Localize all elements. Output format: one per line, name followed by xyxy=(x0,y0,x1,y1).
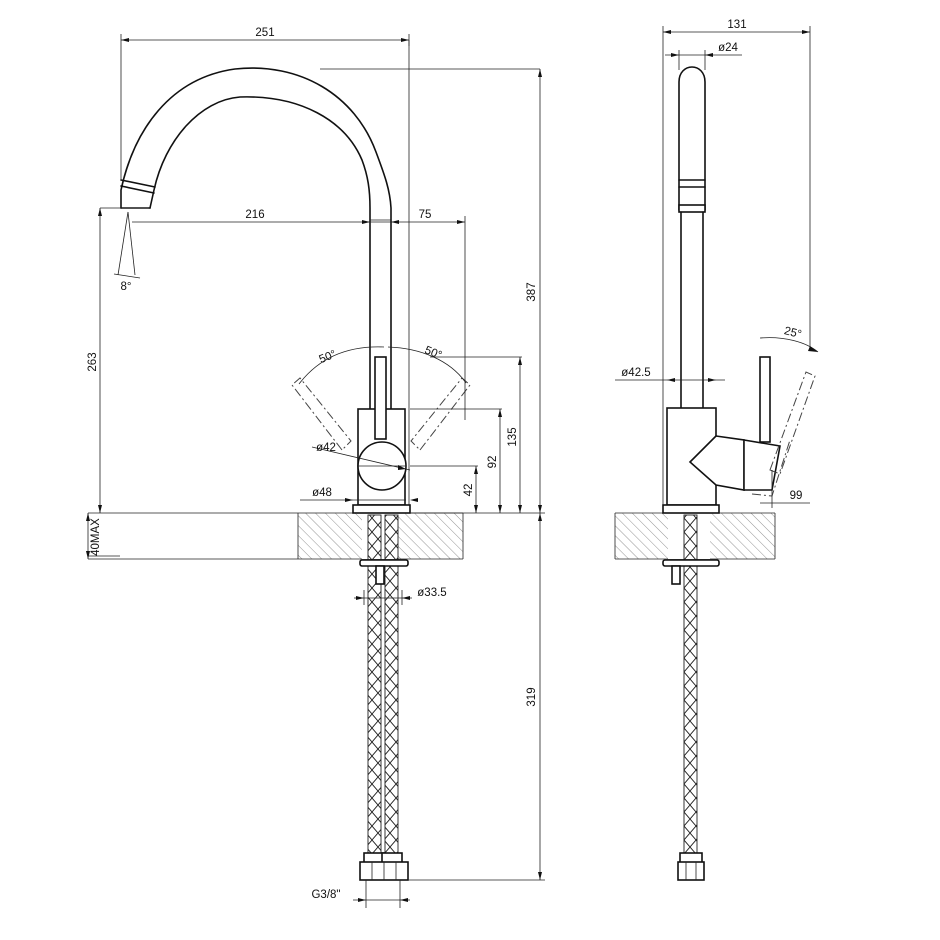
front-dimension-labels: 251 216 75 8° 387 263 50° 50° 135 92 42 … xyxy=(87,27,538,901)
front-dimension-lines xyxy=(86,34,545,908)
dim-overall-depth: 131 xyxy=(727,19,746,31)
dim-hose-length: 319 xyxy=(526,687,538,706)
mixer-body-side xyxy=(662,356,781,514)
dim-lever-angle-side: 25° xyxy=(783,325,803,341)
dim-connection-thread: G3/8" xyxy=(311,889,340,901)
side-dimension-lines xyxy=(615,26,818,508)
mixer-body-front xyxy=(352,356,411,514)
dim-body-diameter: ø42.5 xyxy=(621,367,650,379)
dim-spout-diameter: ø24 xyxy=(718,42,738,54)
dim-handle-center-height: 92 xyxy=(487,456,499,469)
dim-spout-angle: 8° xyxy=(121,281,132,293)
supply-hoses-front xyxy=(359,514,409,881)
dim-lever-angle-right: 50° xyxy=(423,344,444,362)
dim-body-offset: 75 xyxy=(419,209,432,221)
dim-spout-height: 263 xyxy=(87,352,99,371)
faucet-spout-side xyxy=(678,66,706,409)
front-view: 251 216 75 8° 387 263 50° 50° 135 92 42 … xyxy=(86,27,545,908)
dim-lever-height: 135 xyxy=(507,427,519,446)
dim-base-diameter: ø48 xyxy=(312,487,332,499)
dim-lever-angle-left: 50° xyxy=(318,348,339,366)
dim-total-height: 387 xyxy=(526,282,538,301)
dim-handle-diameter: ø42 xyxy=(316,442,336,454)
dim-spout-offset: 216 xyxy=(245,209,264,221)
supply-hoses-side xyxy=(662,514,720,881)
dim-handle-depth: 99 xyxy=(790,490,803,502)
faucet-spout-front xyxy=(120,67,392,411)
side-view: 131 ø24 25° ø42.5 99 xyxy=(614,19,819,881)
dim-handle-height: 42 xyxy=(463,484,475,497)
dim-deck-max: 40MAX xyxy=(90,518,102,556)
dim-spout-reach: 251 xyxy=(255,27,274,39)
dim-shank-diameter: ø33.5 xyxy=(417,587,446,599)
side-dimension-labels: 131 ø24 25° ø42.5 99 xyxy=(621,19,802,502)
